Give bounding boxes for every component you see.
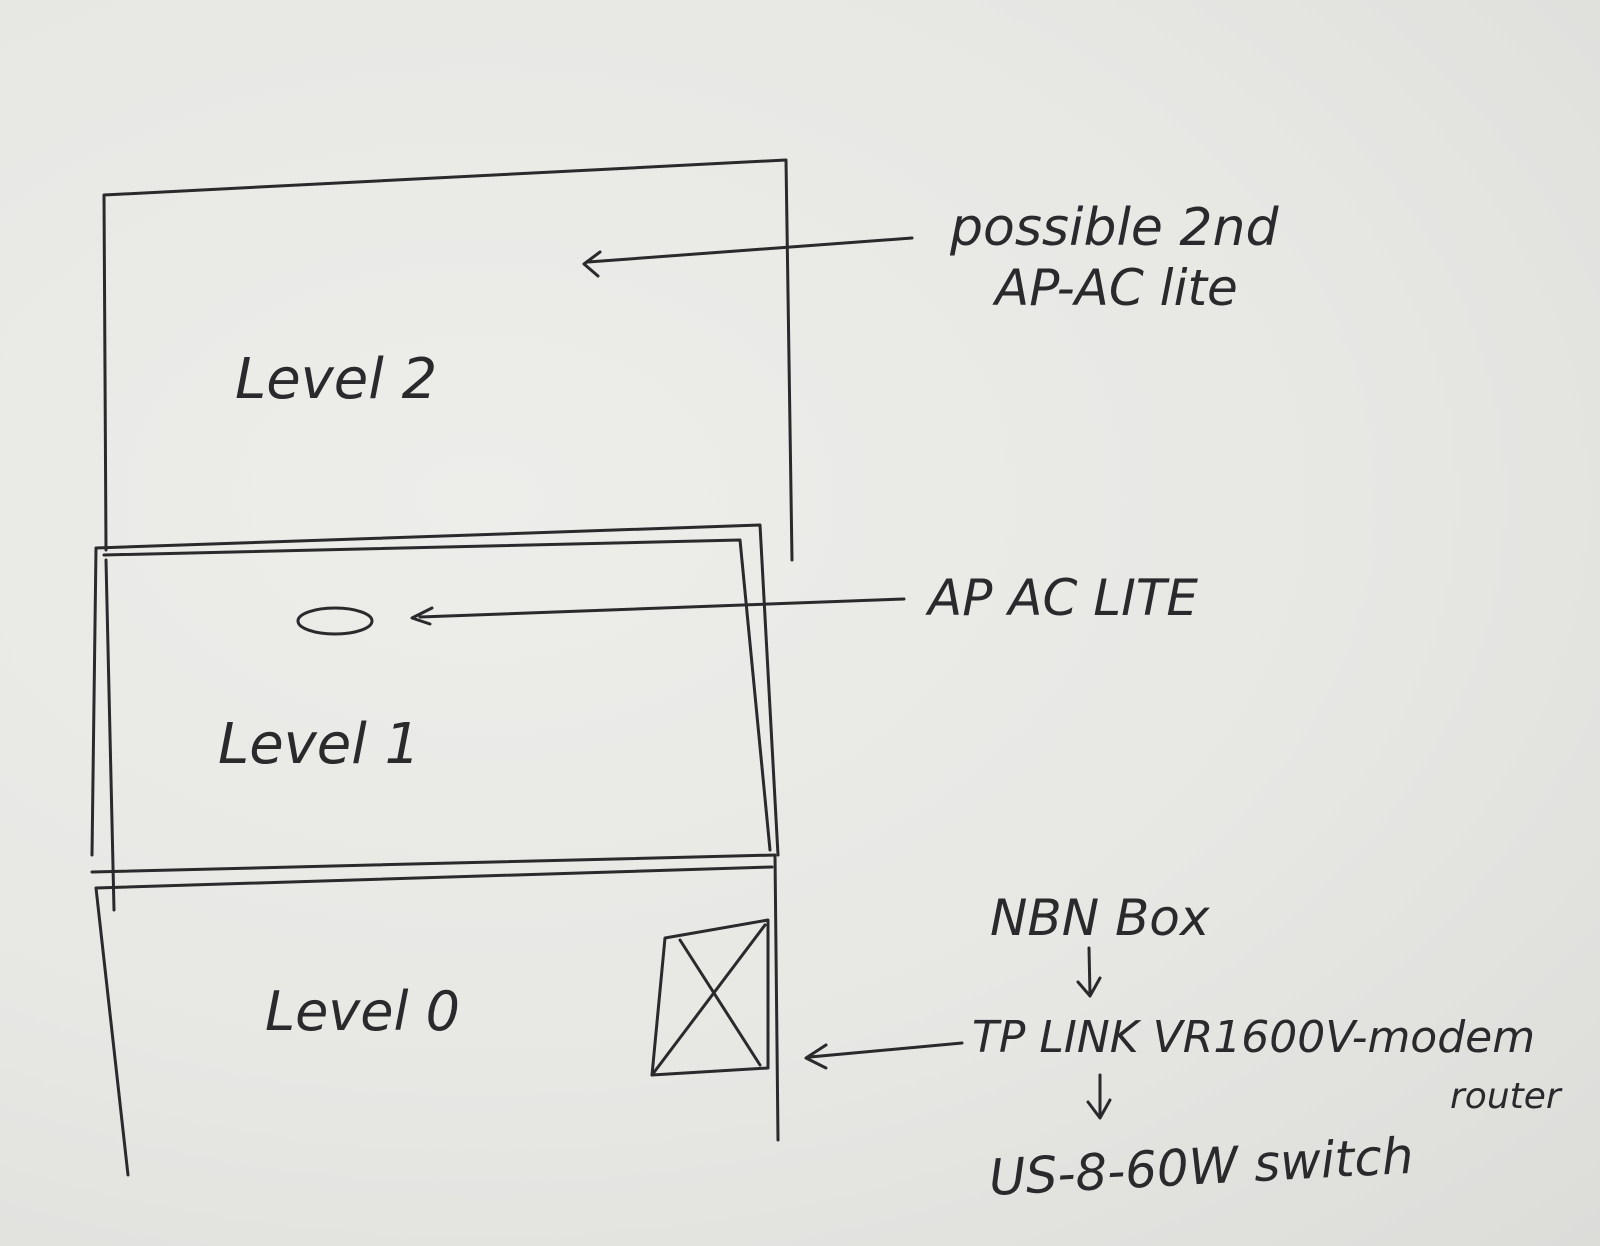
level-2-box — [102, 158, 794, 562]
level-0-box — [90, 853, 780, 1177]
arrow-router — [804, 1041, 964, 1070]
arrow-down-1 — [1076, 946, 1102, 998]
router-label: router — [1450, 1076, 1563, 1117]
possible-ap-label-2: AP-AC lite — [992, 259, 1238, 317]
modem-label: TP LINK VR1600V-modem — [972, 1012, 1535, 1063]
level-0-label: Level 0 — [265, 980, 460, 1043]
level-2-label: Level 2 — [235, 347, 437, 412]
arrow-ap-ac-lite — [410, 597, 906, 626]
ap-ac-lite-label: AP AC LITE — [925, 569, 1198, 627]
level-1-box — [90, 523, 780, 912]
nbn-box-label: NBN Box — [990, 889, 1210, 947]
arrow-down-2 — [1086, 1073, 1112, 1120]
switch-label: US-8-60W switch — [988, 1127, 1415, 1207]
router-box-icon — [650, 918, 770, 1077]
level-1-label: Level 1 — [218, 712, 420, 777]
access-point-icon — [296, 606, 374, 636]
possible-ap-label-1: possible 2nd — [949, 198, 1279, 258]
arrow-possible-ap — [582, 236, 914, 278]
